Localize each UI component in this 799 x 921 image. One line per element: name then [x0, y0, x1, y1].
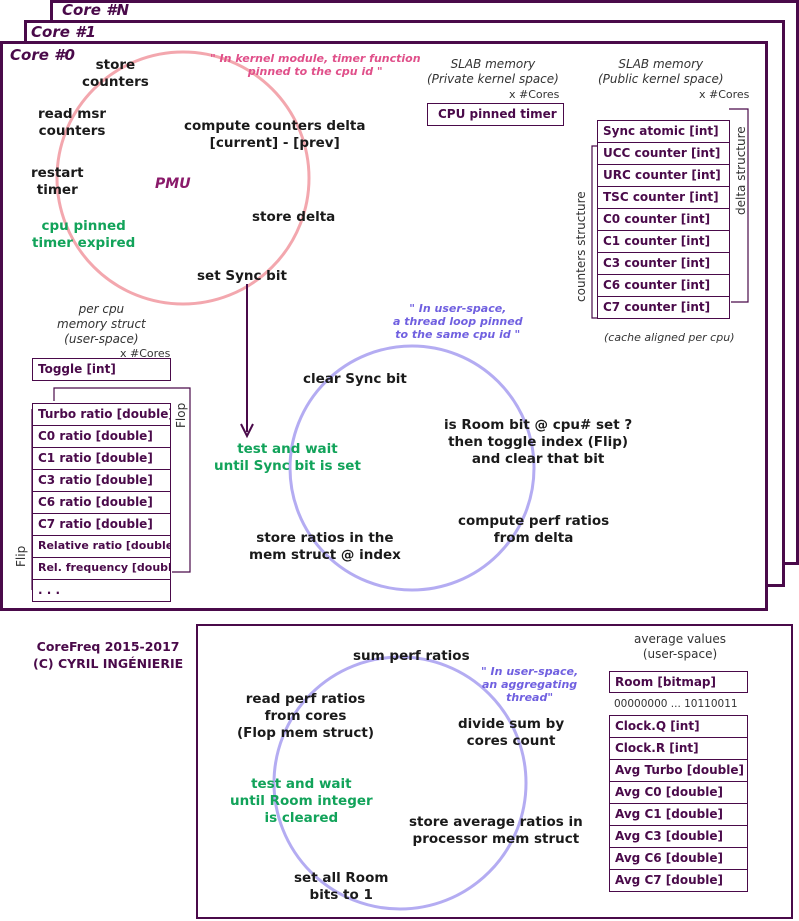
sum-ratios-label: sum perf ratios — [353, 648, 470, 664]
averages-row: Avg C6 [double] — [609, 847, 748, 870]
set-sync-label: set Sync bit — [197, 268, 287, 284]
pmu-label: PMU — [155, 176, 191, 192]
flop-bracket — [53, 387, 191, 573]
store-delta-label: store delta — [252, 209, 336, 225]
cache-aligned-note: (cache aligned per cpu) — [604, 331, 735, 344]
slab-public-row: URC counter [int] — [597, 164, 730, 187]
counters-bracket — [591, 145, 597, 319]
compute-delta-label: compute counters delta[current] - [prev] — [184, 118, 366, 151]
slab-public-multiplier: x #Cores — [699, 88, 750, 101]
averages-row: Avg C3 [double] — [609, 825, 748, 848]
delta-structure-label: delta structure — [734, 126, 748, 215]
slab-private-title: SLAB memory(Private kernel space) — [427, 57, 559, 86]
toggle-box: Toggle [int] — [32, 358, 171, 381]
averages-row: Avg C0 [double] — [609, 781, 748, 804]
slab-public-row: C6 counter [int] — [597, 274, 730, 297]
slab-public-row: Sync atomic [int] — [597, 120, 730, 143]
averages-row: Clock.R [int] — [609, 737, 748, 760]
slab-public-row: C7 counter [int] — [597, 296, 730, 319]
averages-row: Avg Turbo [double] — [609, 759, 748, 782]
aggregate-loop-circle — [272, 655, 528, 911]
credits: CoreFreq 2015-2017(C) CYRIL INGÉNIERIE — [33, 639, 184, 671]
sync-arrow-head — [240, 423, 254, 439]
percpu-row: C7 ratio [double] — [32, 513, 171, 536]
percpu-row: C1 ratio [double] — [32, 447, 171, 470]
kernel-loop-circle — [55, 50, 311, 306]
room-bit-label: is Room bit @ cpu# set ?then toggle inde… — [444, 417, 633, 467]
percpu-row: . . . — [32, 579, 171, 602]
slab-public-row: TSC counter [int] — [597, 186, 730, 209]
flop-label: Flop — [174, 402, 188, 428]
core-n-title: Core #N — [62, 1, 130, 19]
percpu-row: C0 ratio [double] — [32, 425, 171, 448]
delta-bracket — [729, 108, 749, 303]
percpu-row: C3 ratio [double] — [32, 469, 171, 492]
averages-row: Avg C1 [double] — [609, 803, 748, 826]
averages-row: Avg C7 [double] — [609, 869, 748, 892]
averages-title: average values(user-space) — [634, 632, 726, 661]
cpu-pinned-timer-box: CPU pinned timer — [427, 103, 564, 126]
slab-public-row: C3 counter [int] — [597, 252, 730, 275]
slab-public-row: UCC counter [int] — [597, 142, 730, 165]
percpu-multiplier: x #Cores — [120, 347, 171, 360]
percpu-row: Turbo ratio [double] — [32, 403, 171, 426]
room-bitmap-box: Room [bitmap] — [609, 671, 748, 693]
core-1-title: Core #1 — [31, 23, 96, 41]
thread-loop-circle — [288, 344, 536, 592]
clear-sync-label: clear Sync bit — [303, 371, 407, 387]
slab-public-title: SLAB memory(Public kernel space) — [598, 57, 724, 86]
percpu-row: Relative ratio [double] — [32, 535, 171, 558]
room-bits: 00000000 ... 10110011 — [614, 698, 738, 710]
percpu-row: Rel. frequency [double] — [32, 557, 171, 580]
averages-row: Clock.Q [int] — [609, 715, 748, 738]
percpu-row: C6 ratio [double] — [32, 491, 171, 514]
slab-public-row: C1 counter [int] — [597, 230, 730, 253]
slab-private-multiplier: x #Cores — [509, 88, 560, 101]
counters-structure-label: counters structure — [574, 191, 588, 302]
slab-public-row: C0 counter [int] — [597, 208, 730, 231]
flip-label: Flip — [14, 545, 28, 567]
core-0-title: Core #0 — [10, 46, 75, 64]
